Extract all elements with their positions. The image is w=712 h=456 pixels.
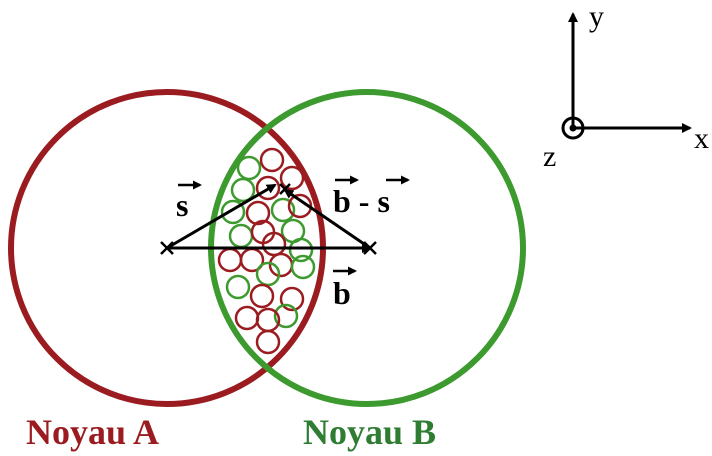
x-axis-label: x (694, 122, 709, 155)
coordinate-axes (561, 12, 692, 140)
z-axis-label: z (543, 140, 556, 173)
nucleon-b (288, 237, 314, 263)
nucleon-a (234, 305, 260, 331)
nucleon-a (255, 329, 281, 355)
nucleus-b-label: Noyau B (303, 412, 436, 452)
y-axis-label: y (589, 0, 604, 33)
vertex-markers (160, 183, 377, 255)
z-axis-dot (569, 124, 577, 132)
nucleon-a (259, 147, 285, 173)
vector-b-minus-s-label-group: b - s (333, 175, 410, 219)
vector-b-label: b (333, 275, 351, 311)
nucleon-b (273, 303, 299, 329)
nucleon-a (255, 175, 281, 201)
z-axis-circle (561, 116, 585, 140)
nucleon-a (279, 286, 305, 312)
center-b-cross-2 (363, 241, 377, 255)
vector-b-minus-s-label: b - s (333, 183, 390, 219)
nucleon-b (230, 177, 256, 203)
vector-s-label: s (176, 187, 188, 223)
vector-s-label-group: s (176, 180, 202, 223)
nucleon-b (225, 274, 251, 300)
vector-b-minus-s-line (283, 188, 371, 250)
center-a-cross-2 (160, 241, 174, 255)
nucleon-b (220, 199, 246, 225)
nucleon-a (245, 200, 271, 226)
nucleon-a (249, 283, 275, 309)
nucleon-b (255, 261, 281, 287)
vector-b-label-group: b (333, 266, 357, 311)
nucleus-a-label: Noyau A (26, 412, 159, 452)
point-s-cross-2 (279, 183, 291, 195)
nucleon-a (217, 247, 243, 273)
nucleon-b (270, 197, 296, 223)
nucleon-b (290, 254, 316, 280)
vector-lines (166, 183, 372, 253)
vector-s-line (166, 183, 277, 250)
nucleon-b (236, 155, 262, 181)
nucleon-b (228, 223, 254, 249)
nucleon-a (279, 165, 305, 191)
